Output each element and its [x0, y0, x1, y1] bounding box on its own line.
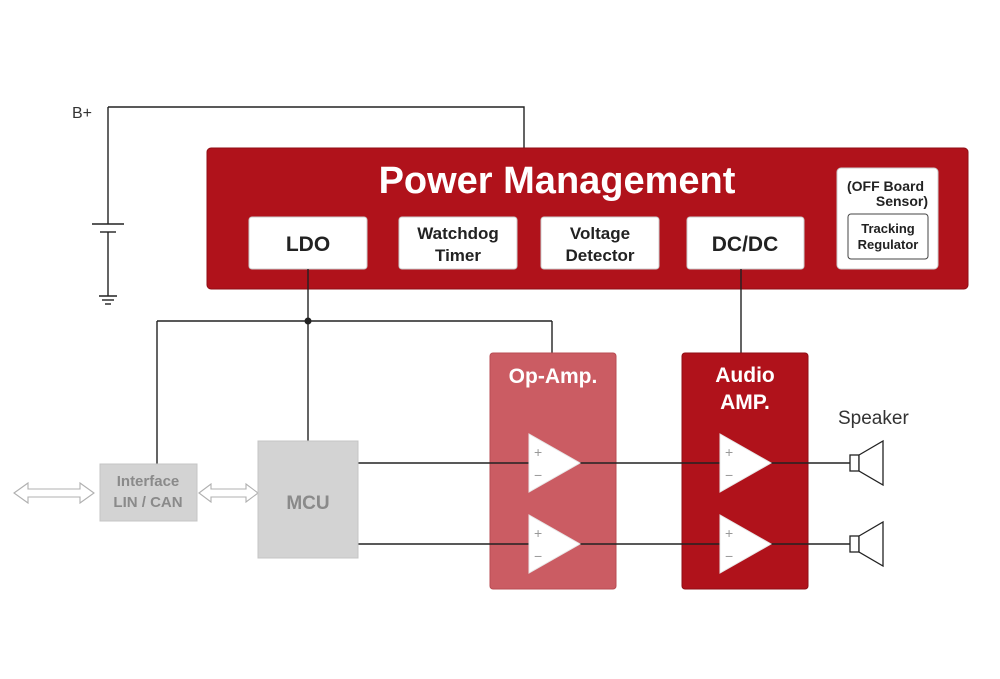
double-arrow-icon	[198, 482, 259, 504]
power-management-title: Power Management	[379, 160, 736, 202]
voltage-label-line1: Voltage	[570, 224, 630, 243]
opamp1-plus: +	[534, 444, 542, 460]
mcu-label: MCU	[286, 493, 329, 514]
audioamp1-plus: +	[725, 444, 733, 460]
voltage-label-line2: Detector	[566, 246, 635, 265]
off-board-label-line2: Sensor)	[876, 193, 928, 209]
ldo-bus-wire	[156, 269, 553, 464]
speaker-icon	[849, 520, 884, 568]
dcdc-label: DC/DC	[712, 233, 779, 256]
ldo-block: LDO	[248, 216, 368, 270]
opamp-label: Op-Amp.	[509, 365, 598, 388]
off-board-label-line1: (OFF Board	[847, 178, 924, 194]
opamp2-minus: −	[534, 548, 542, 564]
supply-label: B+	[72, 105, 92, 122]
interface-block: Interface LIN / CAN	[99, 463, 198, 522]
op-amp-triangle-icon: + −	[719, 514, 773, 574]
mcu-block: MCU	[257, 440, 359, 559]
tracking-label-line1: Tracking	[861, 221, 915, 236]
supply-wiring: B+	[72, 105, 525, 305]
power-bus-wiring	[156, 269, 742, 464]
speaker-label: Speaker	[838, 408, 909, 429]
battery-icon	[92, 223, 124, 296]
opamp2-plus: +	[534, 525, 542, 541]
double-arrow-icon	[13, 481, 95, 505]
op-amp-triangle-icon: + −	[528, 514, 582, 574]
junction-dot	[304, 317, 312, 325]
tracking-regulator-block: Tracking Regulator	[847, 213, 929, 260]
watchdog-timer-block: Watchdog Timer	[398, 216, 518, 270]
interface-label-line1: Interface	[117, 473, 180, 490]
ground-icon	[99, 295, 117, 305]
power-management-block: Power Management LDO Watchdog Timer Volt…	[206, 147, 969, 290]
audioamp2-minus: −	[725, 548, 733, 564]
op-amp-triangle-icon: + −	[528, 433, 582, 493]
voltage-detector-block: Voltage Detector	[540, 216, 660, 270]
dcdc-block: DC/DC	[686, 216, 805, 270]
audioamp2-plus: +	[725, 525, 733, 541]
ldo-label: LDO	[286, 233, 330, 256]
supply-wire	[107, 106, 525, 224]
op-amp-triangle-icon: + −	[719, 433, 773, 493]
off-board-sensor-block: (OFF Board Sensor) Tracking Regulator	[836, 167, 939, 270]
audioamp1-minus: −	[725, 467, 733, 483]
watchdog-label-line2: Timer	[435, 246, 481, 265]
watchdog-label-line1: Watchdog	[417, 224, 499, 243]
speaker-icon	[849, 439, 884, 487]
audio-amp-label-line2: AMP.	[720, 391, 770, 414]
tracking-label-line2: Regulator	[858, 237, 919, 252]
opamp1-minus: −	[534, 467, 542, 483]
interface-label-line2: LIN / CAN	[113, 494, 182, 511]
audio-amp-label-line1: Audio	[715, 364, 774, 387]
